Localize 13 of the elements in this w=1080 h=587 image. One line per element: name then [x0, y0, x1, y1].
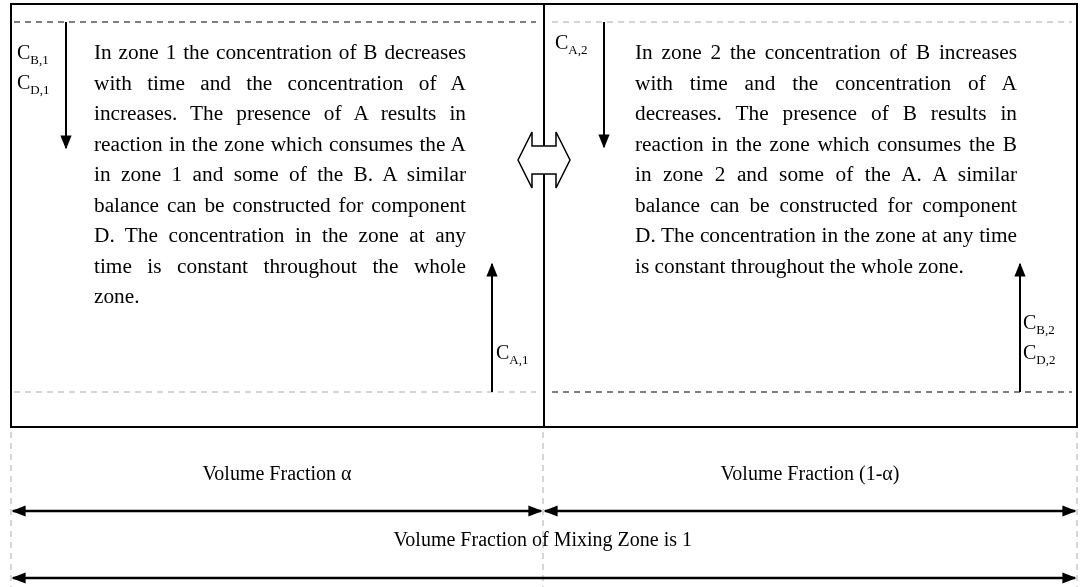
zone-description: In zone 1 the concentration of B decreases with time and the concentration of A increases. The presence of A results in reaction in the zone which consumes the A in zone 1 and some of the B. A similar balance can be constructed for component D. The concentration in the zone at any time is constant throughout the whole zone.	[94, 39, 466, 310]
concentration-label: C$_{A,2}$	[555, 30, 588, 59]
concentration-label: C$_{A,1}$	[496, 340, 529, 369]
zone-description: In zone 2 the concentration of B increases with time and the concentration of A decreases. The presence of B results in reaction in the zone which consumes the B in zone 2 and some of the A. A similar balance can be constructed for component D. The concentration in the zone at any time is constant throughout the whole zone.	[635, 39, 1017, 280]
concentration-label: C$_{B,1}$	[17, 40, 49, 69]
dimension-label: Volume Fraction α	[202, 461, 352, 485]
concentration-label: C$_{D,2}$	[1023, 340, 1056, 369]
exchange-arrow	[517, 131, 571, 189]
dimension-label: Volume Fraction of Mixing Zone is 1	[393, 527, 692, 551]
concentration-label: C$_{D,1}$	[17, 70, 50, 99]
dimension-label: Volume Fraction (1-α)	[720, 461, 900, 485]
concentration-label: C$_{B,2}$	[1023, 310, 1055, 339]
mixing-zone	[543, 3, 1078, 428]
